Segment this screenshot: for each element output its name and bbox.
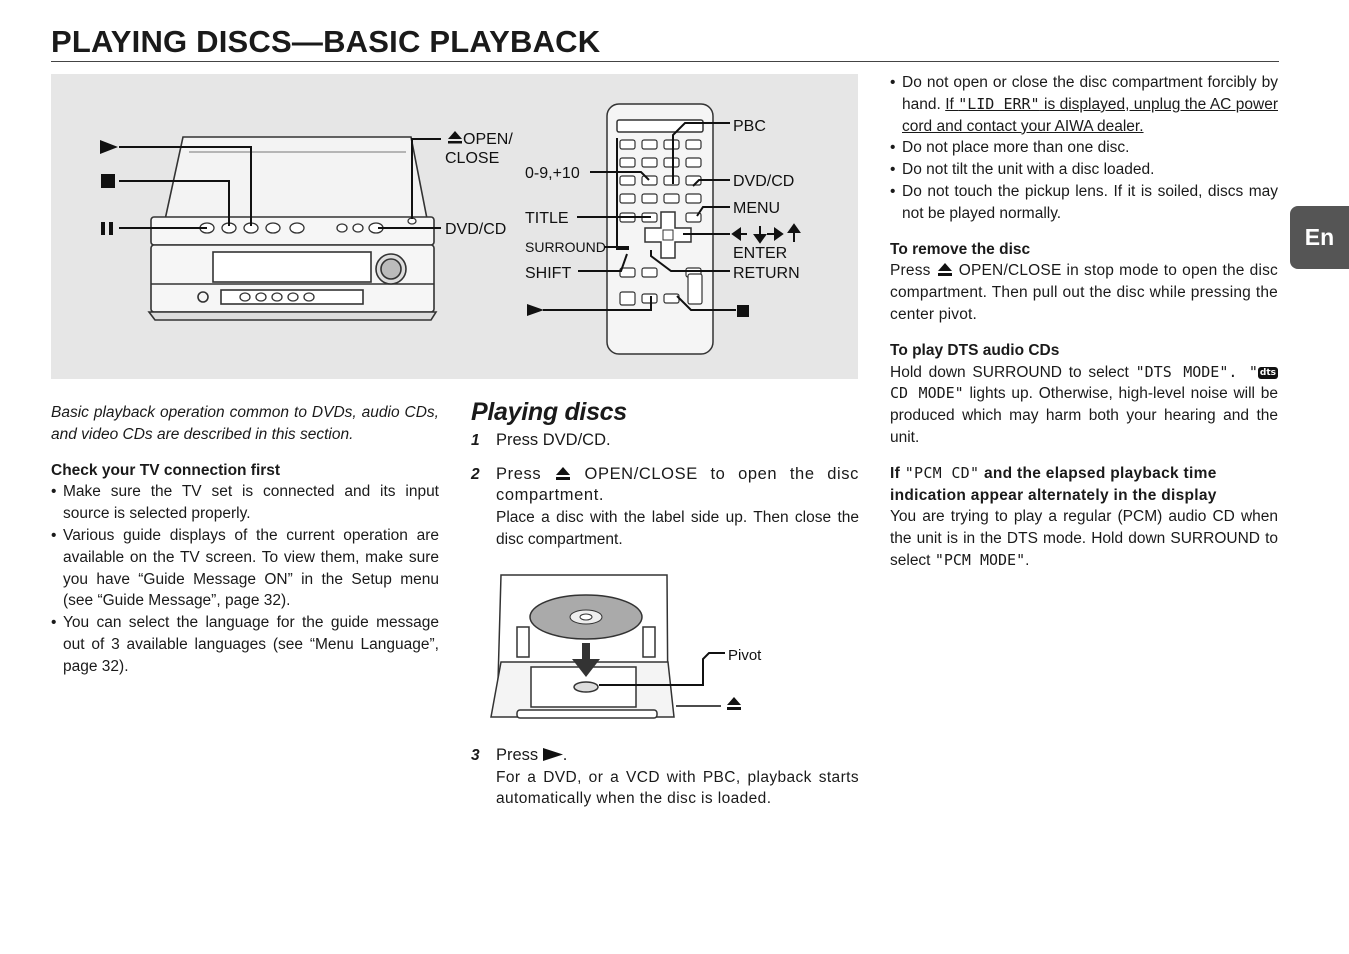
caution-1-text: Do not open or close the disc compartmen… [902,74,1278,113]
dts-post: lights up. Otherwise, high-level noise w… [890,385,1278,446]
dts-text: Hold down SURROUND to select "DTS MODE".… [890,362,1278,449]
remote-play-icon [527,304,544,316]
arrow-keys-icon [731,223,801,244]
list-item: Do not place more than one disc. [890,137,1278,159]
pivot-label: Pivot [728,647,762,664]
step-2-pre: Press [496,464,542,483]
dts-cd-mode-display: CD MODE" [890,384,964,403]
controls-illustration: OPEN/ CLOSE DVD/CD [51,74,858,379]
caution-list: Do not open or close the disc compartmen… [890,72,1278,225]
intro-text: Basic playback operation common to DVDs,… [51,404,439,443]
step-number: 3 [471,746,480,764]
check-tv-list: Make sure the TV set is connected and it… [51,481,439,677]
remove-disc-text: Press OPEN/CLOSE in stop mode to open th… [890,260,1278,325]
remote-enter-label: ENTER [733,245,787,262]
step-2-sub: Place a disc with the label side up. The… [496,509,859,548]
remove-pre: Press [890,262,931,280]
dts-mode-display: "DTS MODE" [1135,362,1229,381]
eject-icon [448,131,462,139]
left-column: Basic playback operation common to DVDs,… [51,402,439,692]
step-3-post: . [562,745,568,764]
step-number: 2 [471,465,480,483]
remote-surround-label: SURROUND [525,239,606,255]
step-2-post: OPEN/CLOSE to open the disc compartment. [496,464,860,505]
remote-return-label: RETURN [733,265,800,282]
language-tab: En [1290,206,1349,269]
stop-icon [101,174,115,188]
remote-shift-label: SHIFT [525,265,571,282]
remove-post: OPEN/CLOSE in stop mode to open the disc… [890,262,1279,323]
step-1-text: Press DVD/CD. [496,430,611,449]
step-2: 2 Press OPEN/CLOSE to open the disc comp… [471,464,859,551]
dts-pre: Hold down SURROUND to select [890,363,1136,381]
section-title: Playing discs [471,398,627,426]
pcm-mode-display: "PCM MODE" [934,550,1026,569]
lid-err-display: "LID ERR" [958,94,1040,113]
open-close-label-1: OPEN/ [463,131,513,148]
eject-icon [555,466,570,480]
step-3-sub: For a DVD, or a VCD with PBC, playback s… [496,768,859,808]
remove-disc-heading: To remove the disc [890,240,1031,258]
list-item: You can select the language for the guid… [51,612,439,677]
pcm-cd-display: "PCM CD" [904,463,980,482]
eject-icon [937,263,952,277]
remote-drawing [606,103,714,355]
pcm-heading-pre: If [890,464,905,482]
remote-menu-label: MENU [733,200,780,217]
pause-icon [101,222,113,235]
pcm-heading: If "PCM CD" and the elapsed playback tim… [890,463,1278,507]
open-close-label-2: CLOSE [445,150,499,167]
check-tv-heading: Check your TV connection first [51,461,281,479]
step-number: 1 [471,431,480,449]
remote-numbers-label: 0-9,+10 [525,165,580,182]
step-3-pre: Press [496,745,539,764]
middle-column: Playing discs 1 Press DVD/CD. 2 Press OP… [471,398,859,816]
disc-loading-illustration: Pivot [471,567,859,727]
list-item: Do not tilt the unit with a disc loaded. [890,159,1278,181]
dts-logo-icon: dts [1257,366,1278,379]
pcm-heading-post: and the elapsed playback time indication… [890,464,1217,504]
dts-mid: . " [1228,362,1258,381]
pcm-body: You are trying to play a regular (PCM) a… [890,508,1278,569]
pcm-text: You are trying to play a regular (PCM) a… [890,506,1278,571]
pcm-end: . [1025,551,1030,569]
list-item: Make sure the TV set is connected and it… [51,481,439,525]
play-icon [100,140,118,154]
remote-pbc-label: PBC [733,118,766,135]
page-title: PLAYING DISCS—BASIC PLAYBACK [51,24,601,59]
lid-err-post: is displayed, unplug the AC power cord a… [902,95,1278,135]
dts-heading: To play DTS audio CDs [890,341,1060,359]
dvd-cd-unit-label: DVD/CD [445,221,506,238]
list-item: Do not touch the pickup lens. If it is s… [890,181,1278,225]
remote-title-label: TITLE [525,210,569,227]
step-1: 1 Press DVD/CD. [471,430,859,452]
remote-stop-icon [737,305,749,317]
list-item: Various guide displays of the current op… [51,525,439,612]
play-icon [542,747,563,761]
remote-dvdcd-label: DVD/CD [733,173,794,190]
right-column: Do not open or close the disc compartmen… [890,72,1278,586]
eject-icon [727,696,741,705]
lid-err-note: If "LID ERR" is displayed, unplug the AC… [902,94,1278,135]
lid-err-pre: If [945,95,959,113]
title-rule [51,61,1279,62]
list-item: Do not open or close the disc compartmen… [890,72,1278,137]
step-3: 3 Press . For a DVD, or a VCD with PBC, … [471,745,859,810]
